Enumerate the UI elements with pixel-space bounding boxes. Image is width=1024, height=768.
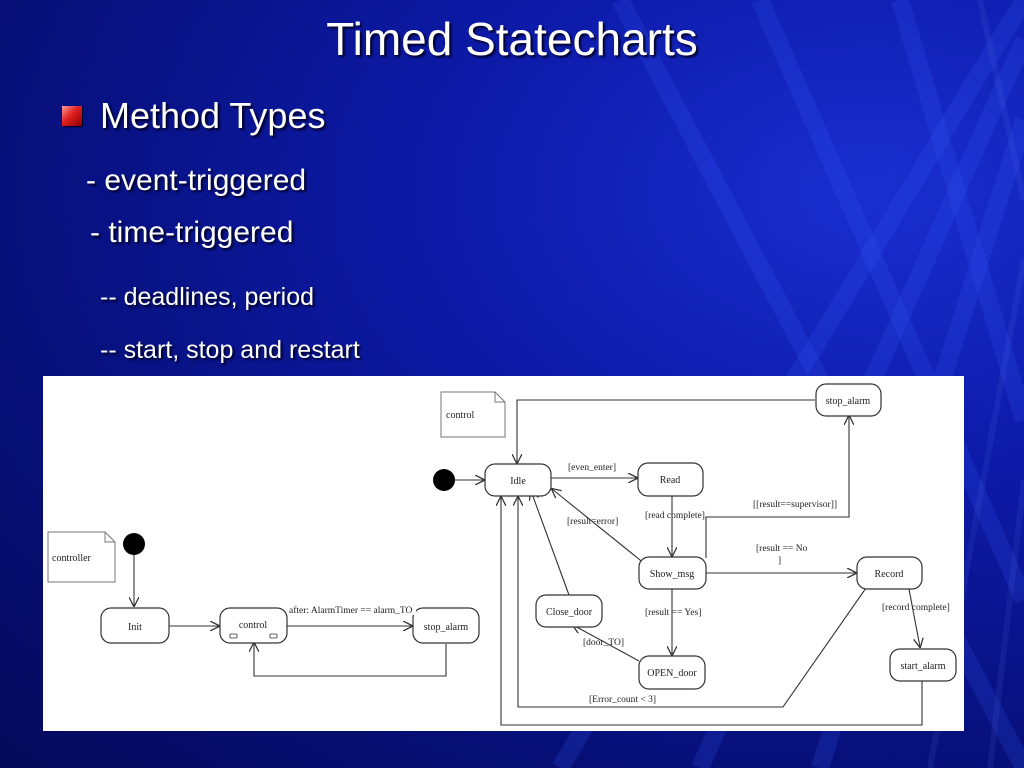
label-error-count: [Error_count < 3]	[589, 695, 656, 705]
label-after-alarm-timer: after: AlarmTimer == alarm_TO	[289, 605, 413, 616]
statechart-svg: controller control	[47, 383, 957, 726]
state-read-label: Read	[660, 475, 681, 486]
bullet-method-types: Method Types	[62, 95, 325, 137]
label-even-enter: [even_enter]	[568, 463, 616, 473]
state-control: control	[219, 607, 288, 644]
sub-item-event-triggered: - event-triggered	[86, 164, 307, 197]
initial-state-left	[123, 533, 145, 555]
statechart-diagram: controller control	[43, 376, 964, 731]
state-stop-alarm-right-label: stop_alarm	[826, 396, 871, 407]
state-read: Read	[637, 462, 704, 497]
state-control-label: control	[239, 620, 268, 631]
label-door-to: [door_TO]	[583, 638, 624, 648]
bullet-text: Method Types	[100, 95, 326, 136]
label-result-supervisor: [[result==supervisor]]	[753, 500, 837, 510]
bullet-square-icon	[62, 106, 82, 126]
state-start-alarm: start_alarm	[889, 648, 957, 682]
sub-item-start-stop-restart: -- start, stop and restart	[100, 336, 360, 364]
label-result-error: [result=error]	[567, 517, 618, 527]
note-controller: controller	[47, 531, 116, 583]
slide-title: Timed Statecharts	[326, 13, 698, 65]
state-stop-alarm-left-label: stop_alarm	[424, 622, 469, 633]
note-controller-label: controller	[52, 553, 92, 564]
state-show-msg: Show_msg	[638, 556, 707, 590]
label-result-no: [result == No	[756, 544, 808, 554]
left-transitions	[134, 555, 447, 677]
note-control: control	[440, 391, 506, 438]
state-idle-label: Idle	[510, 476, 526, 487]
state-show-msg-label: Show_msg	[650, 569, 694, 580]
state-close-door-label: Close_door	[546, 607, 593, 618]
state-init: Init	[100, 607, 170, 644]
label-result-yes: [result == Yes]	[645, 608, 701, 618]
state-init-label: Init	[128, 622, 142, 633]
right-transitions	[455, 399, 922, 726]
state-stop-alarm-right: stop_alarm	[815, 383, 882, 417]
state-record: Record	[856, 556, 923, 590]
state-start-alarm-label: start_alarm	[901, 661, 946, 672]
sub-item-deadlines-period: -- deadlines, period	[100, 283, 315, 311]
initial-state-right	[433, 469, 455, 491]
state-stop-alarm-left: stop_alarm	[412, 607, 480, 644]
label-record-complete: [record complete]	[882, 603, 950, 613]
state-close-door: Close_door	[535, 594, 603, 628]
state-record-label: Record	[875, 569, 904, 580]
state-open-door-label: OPEN_door	[647, 668, 697, 679]
transition-labels: after: AlarmTimer == alarm_TO [even_ente…	[288, 463, 950, 705]
sub-item-time-triggered: - time-triggered	[90, 216, 294, 249]
label-read-complete: [read complete]	[645, 511, 705, 521]
label-result-no-bracket: ]	[778, 556, 781, 566]
state-idle: Idle	[484, 463, 552, 497]
state-open-door: OPEN_door	[638, 655, 706, 690]
note-control-label: control	[446, 410, 475, 421]
